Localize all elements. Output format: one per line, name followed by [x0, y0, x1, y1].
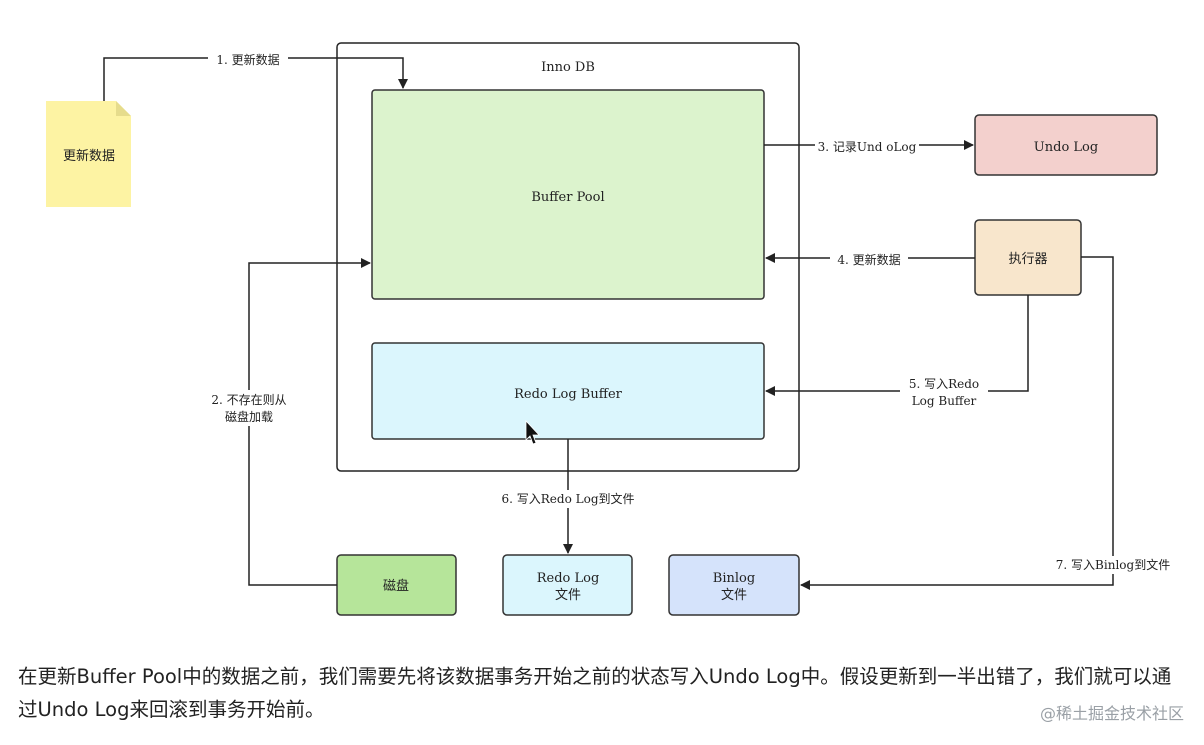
edge-step4-label-bg [830, 251, 908, 267]
edge-step1-label: 1. 更新数据 [216, 52, 279, 67]
redo-log-file-label-line1: Redo Log [537, 571, 600, 586]
edge-step6-label-bg [494, 490, 642, 508]
edge-step3-label-bg [815, 138, 919, 154]
edge-step5-label-line1: 5. 写入Redo [909, 377, 979, 391]
edge-step5-label-line2: Log Buffer [912, 394, 977, 408]
redo-log-buffer-label: Redo Log Buffer [514, 387, 623, 402]
buffer-pool-label: Buffer Pool [531, 190, 604, 205]
binlog-file-box [668, 554, 800, 616]
mouse-cursor-icon [525, 419, 540, 445]
explanation-paragraph: 在更新Buffer Pool中的数据之前，我们需要先将该数据事务开始之前的状态写… [18, 665, 1172, 721]
edge-step1-label-bg [208, 51, 288, 67]
note-fold-corner [116, 101, 131, 116]
binlog-file-label-line2: 文件 [721, 588, 747, 603]
edge-step5 [765, 295, 1029, 396]
disk-label: 磁盘 [383, 578, 409, 594]
undo-log-box [974, 114, 1158, 176]
edge-step7-label-bg [1048, 556, 1178, 574]
undo-log-label: Undo Log [1034, 140, 1098, 155]
redo-log-file-label-line2: 文件 [555, 588, 581, 603]
innodb-label: Inno DB [541, 60, 595, 75]
edge-step2-label-line2: 磁盘加载 [225, 409, 273, 424]
edge-step2-label-line1: 2. 不存在则从 [211, 393, 286, 407]
edge-step4-label: 4. 更新数据 [837, 252, 900, 267]
executor-label: 执行器 [1008, 252, 1047, 267]
innodb-update-flow-diagram: Inno DB Buffer Pool Redo Log Buffer 更新数据… [46, 42, 1178, 616]
update-note-label: 更新数据 [63, 148, 115, 164]
update-note-shape [46, 101, 131, 207]
watermark: @稀土掘金技术社区 [1039, 704, 1184, 723]
buffer-pool-box [371, 89, 765, 300]
edge-step6-label: 6. 写入Redo Log到文件 [502, 491, 635, 506]
edge-step3-label: 3. 记录Und oLog [818, 140, 917, 154]
edge-step5-label-bg [900, 375, 988, 409]
edge-step7-label: 7. 写入Binlog到文件 [1056, 557, 1170, 572]
redo-log-file-box [502, 554, 633, 616]
binlog-file-label-line1: Binlog [713, 571, 755, 586]
edge-step7 [800, 256, 1114, 590]
edge-step2-label-bg [200, 390, 298, 426]
